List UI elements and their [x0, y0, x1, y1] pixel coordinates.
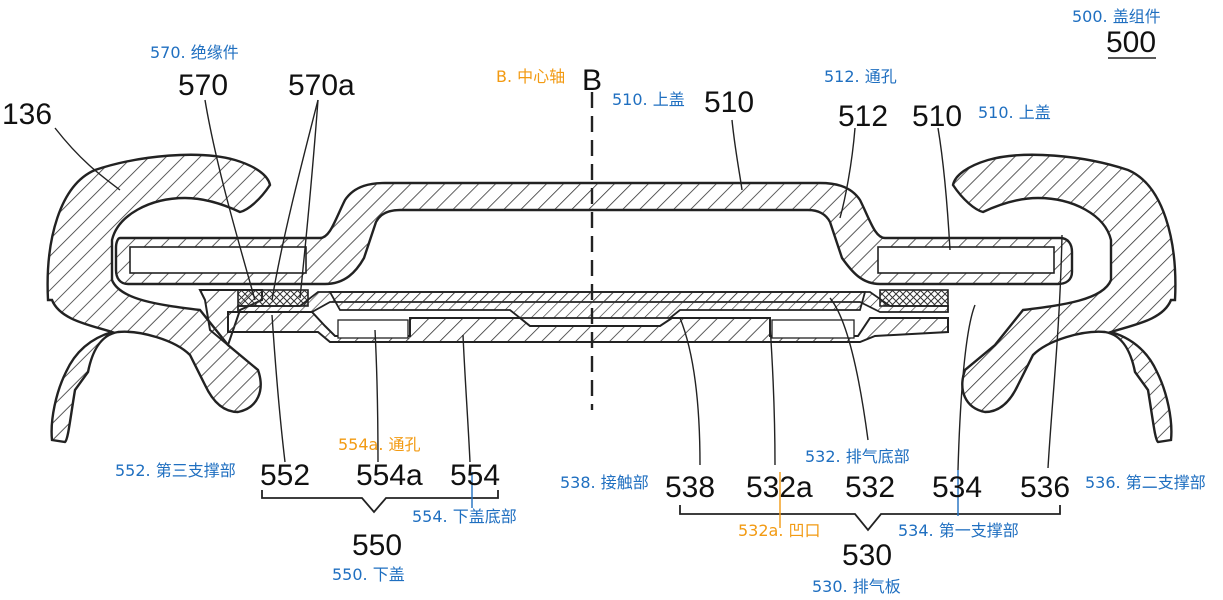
annotation-538: 538. 接触部 [560, 473, 649, 492]
annotation-550: 550. 下盖 [332, 565, 405, 584]
ref-554a: 554a [356, 459, 423, 492]
annotation-532: 532. 排气底部 [805, 447, 910, 466]
ref-532: 532 [845, 471, 895, 504]
annotation-532a: 532a. 凹口 [738, 521, 821, 540]
upper-cap [114, 181, 1074, 286]
annotation-500: 500. 盖组件 [1072, 7, 1161, 26]
annotation-510-right: 510. 上盖 [978, 103, 1051, 122]
annotation-554: 554. 下盖底部 [412, 507, 517, 526]
annotation-536: 536. 第二支撑部 [1085, 473, 1206, 492]
ref-534: 534 [932, 471, 982, 504]
ref-570: 570 [178, 69, 228, 102]
ref-532a: 532a [746, 471, 813, 504]
ref-510-top: 510 [704, 86, 754, 119]
ref-550: 550 [352, 529, 402, 562]
brace-530 [679, 505, 1061, 532]
ref-B: B [582, 64, 602, 97]
ref-536: 536 [1020, 471, 1070, 504]
gasket-right [951, 153, 1177, 444]
ref-500: 500 [1106, 26, 1156, 59]
annotation-570: 570. 绝缘件 [150, 43, 239, 62]
insulator-right [879, 289, 949, 307]
ref-530: 530 [842, 539, 892, 572]
upper-cap-right-inner [877, 246, 1055, 274]
ref-510-right: 510 [912, 100, 962, 133]
brace-550 [261, 490, 499, 514]
upper-cap-left-inner [129, 246, 307, 274]
annotation-510-top: 510. 上盖 [612, 90, 685, 109]
annotation-534: 534. 第一支撑部 [898, 521, 1019, 540]
ref-554: 554 [450, 459, 500, 492]
ref-538: 538 [665, 471, 715, 504]
leader-lines [54, 99, 1063, 471]
ref-136: 136 [2, 98, 52, 131]
lower-cap-hole-right [771, 319, 855, 339]
annotation-552: 552. 第三支撑部 [115, 461, 236, 480]
annotation-554a: 554a. 通孔 [338, 435, 421, 454]
ref-552: 552 [260, 459, 310, 492]
annotation-530: 530. 排气板 [812, 577, 901, 596]
ref-512: 512 [838, 100, 888, 133]
vent-center [328, 291, 867, 319]
lower-cap-hole-left [337, 319, 409, 339]
gasket-left [46, 153, 272, 444]
annotation-512: 512. 通孔 [824, 67, 897, 86]
annotation-B: B. 中心轴 [496, 67, 565, 86]
ref-570a: 570a [288, 69, 355, 102]
